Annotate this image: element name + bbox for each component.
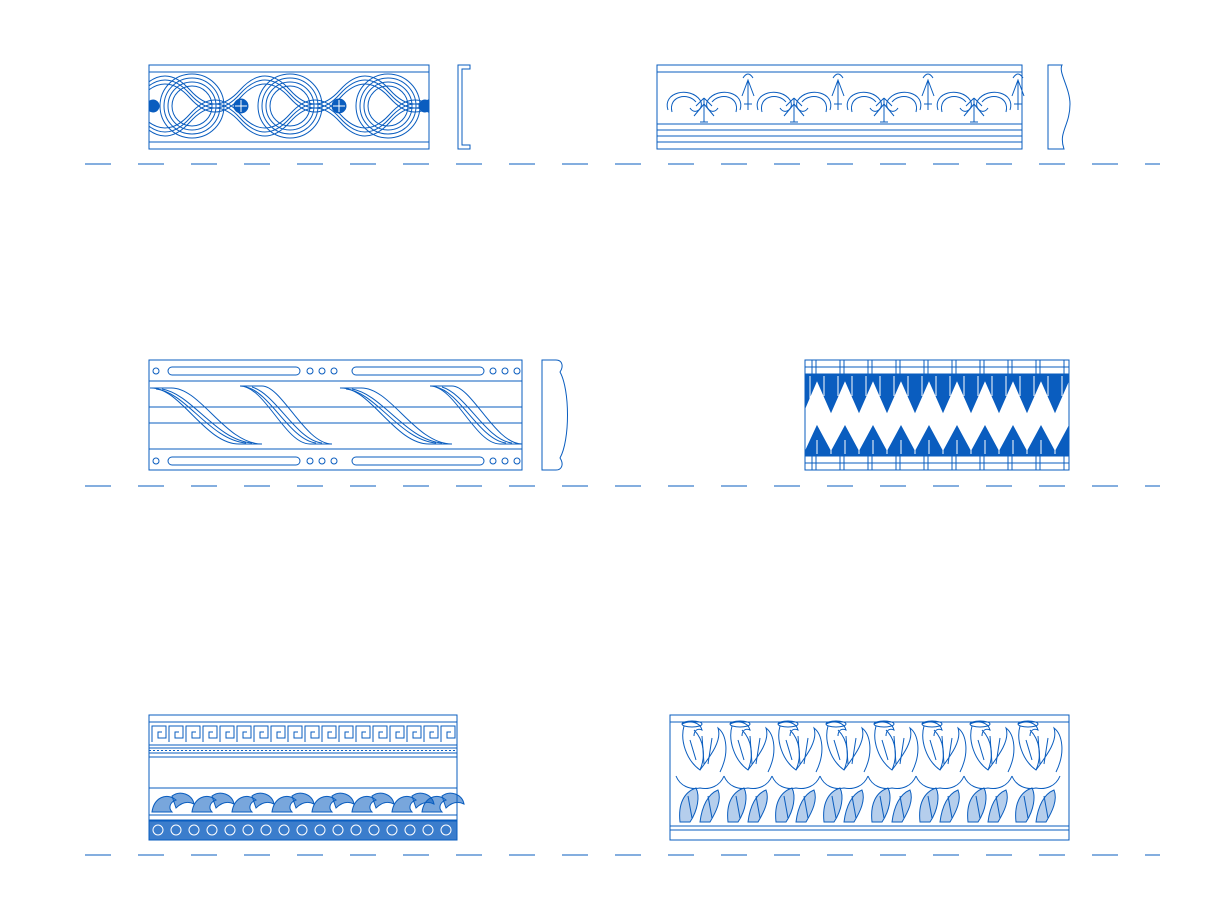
rosette-band: [148, 820, 458, 841]
profile-section: [541, 359, 568, 471]
acanthus-caps: [681, 720, 1039, 728]
rope-strands: [149, 385, 522, 445]
acanthus-leaf: [675, 721, 727, 823]
zigzag-chevron-band: [804, 359, 1070, 471]
greek-key-foliage-band: [148, 714, 465, 841]
profile-section: [457, 64, 471, 150]
greek-key-meander: [151, 725, 167, 742]
acanthus-leaf-frieze: [669, 714, 1070, 841]
guilloche-circles-molding: [148, 64, 471, 150]
foliage-band: [151, 792, 465, 813]
bead-row-top: [811, 360, 1065, 374]
interlaced-circles: [149, 73, 429, 139]
twisted-rope-molding: [148, 359, 568, 471]
palmette-scroll-unit: [666, 73, 755, 123]
profile-section: [1047, 64, 1071, 150]
anthemion-scroll-molding: [656, 64, 1071, 150]
